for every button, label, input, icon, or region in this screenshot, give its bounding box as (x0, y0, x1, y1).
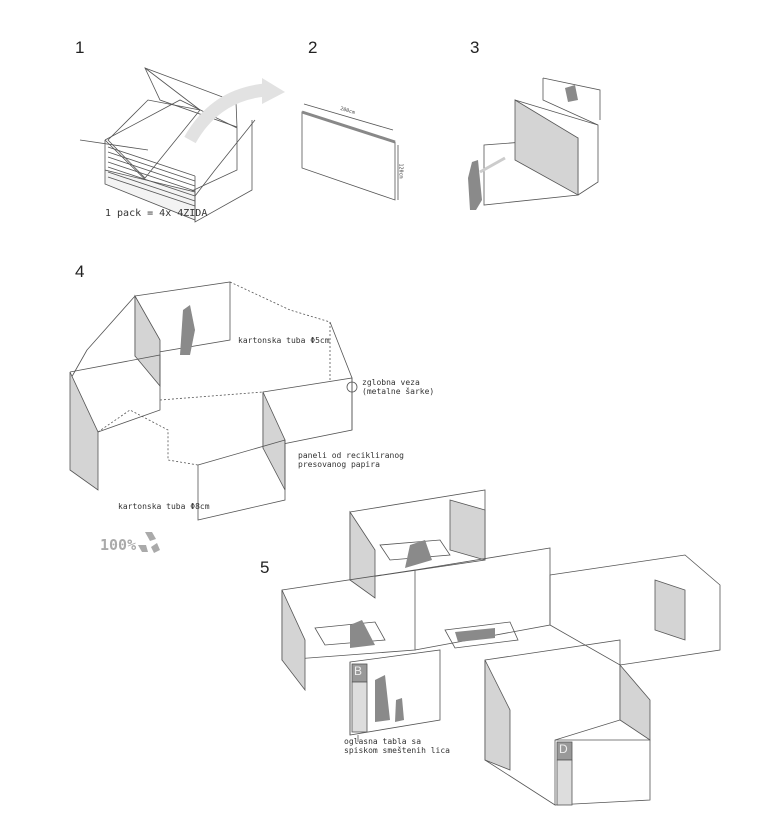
board-label-b: B (354, 664, 363, 678)
folded-panel-drawing (301, 103, 399, 201)
person-figure (375, 675, 390, 722)
person-figure (180, 305, 195, 355)
step-number-1: 1 (75, 38, 85, 57)
notice-label-2: spiskom smeštenih lica (344, 746, 450, 755)
step-number-3: 3 (470, 38, 480, 57)
unfolding-panels-drawing (468, 77, 601, 210)
person-figure (565, 85, 578, 102)
panels-label-1: paneli od recikliranog (298, 451, 404, 460)
panel-height-label: 120cm (397, 163, 404, 179)
recycle-percent: 100% (100, 536, 137, 554)
notice-label-1: oglasna tabla sa (344, 737, 422, 746)
step-number-4: 4 (75, 262, 85, 281)
step-number-5: 5 (260, 558, 270, 577)
shelter-assembly-drawing (69, 281, 358, 521)
hinge-label-2: (metalne šarke) (362, 387, 435, 396)
tube-small-label: kartonska tuba Φ5cm (238, 336, 330, 345)
person-figure (395, 698, 404, 722)
person-figure (455, 628, 495, 642)
person-figure (350, 620, 375, 648)
recycle-icon (138, 532, 160, 553)
hinge-label-1: zglobna veza (362, 378, 420, 387)
shelter-layout-drawing (281, 489, 721, 806)
panels-label-2: presovanog papira (298, 460, 380, 469)
cardboard-box-drawing (79, 67, 285, 223)
arrow-icon (262, 78, 285, 104)
board-label-d: D (559, 742, 568, 756)
pack-caption: 1 pack = 4x 4ZIDA (105, 208, 208, 219)
tube-large-label: kartonska tuba Φ8cm (118, 502, 210, 511)
person-figure (405, 540, 432, 568)
person-figure (468, 160, 482, 210)
step-number-2: 2 (308, 38, 318, 57)
